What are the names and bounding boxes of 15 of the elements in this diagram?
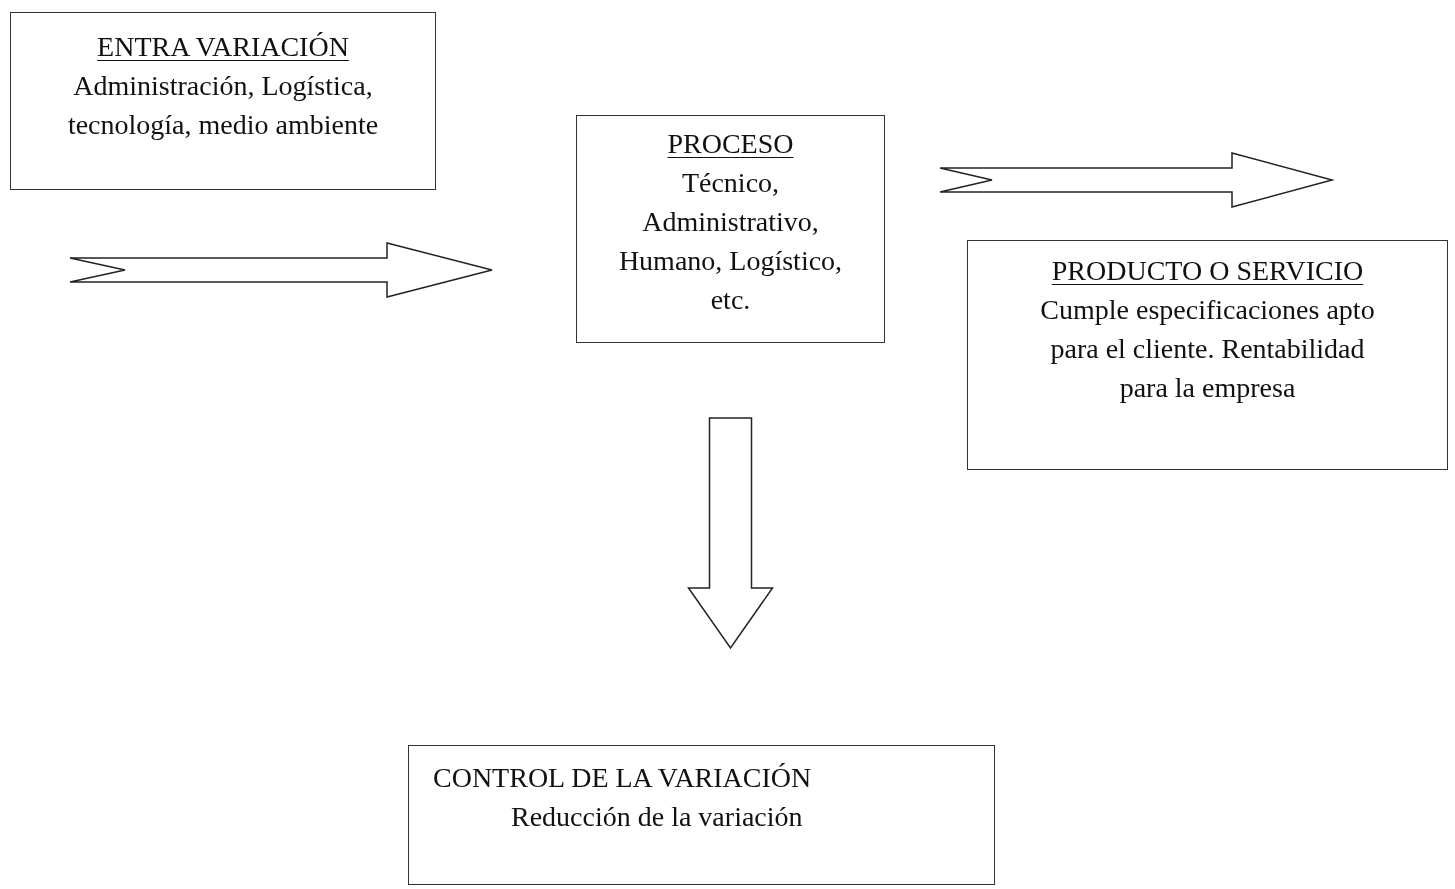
box-heading: CONTROL DE LA VARIACIÓN — [433, 761, 813, 795]
process-box — [10, 12, 436, 190]
block-arrow — [687, 417, 774, 650]
process-box — [576, 115, 885, 343]
block-arrow — [939, 152, 1335, 208]
box-text: Administración, Logística, tecnología, medio ambiente — [66, 69, 380, 142]
box-heading: PROCESO — [666, 127, 795, 161]
process-box — [408, 745, 995, 885]
box-text: Cumple especificaciones apto para el cliente. Rentabilidad para la empresa — [1039, 293, 1376, 405]
box-text: Técnico, Administrativo, Humano, Logístico, etc. — [617, 166, 844, 317]
block-arrow — [69, 242, 493, 298]
process-box — [967, 240, 1448, 470]
box-text: Reducción de la variación — [510, 800, 804, 834]
box-heading: PRODUCTO O SERVICIO — [1050, 254, 1365, 288]
box-heading: ENTRA VARIACIÓN — [96, 30, 350, 64]
